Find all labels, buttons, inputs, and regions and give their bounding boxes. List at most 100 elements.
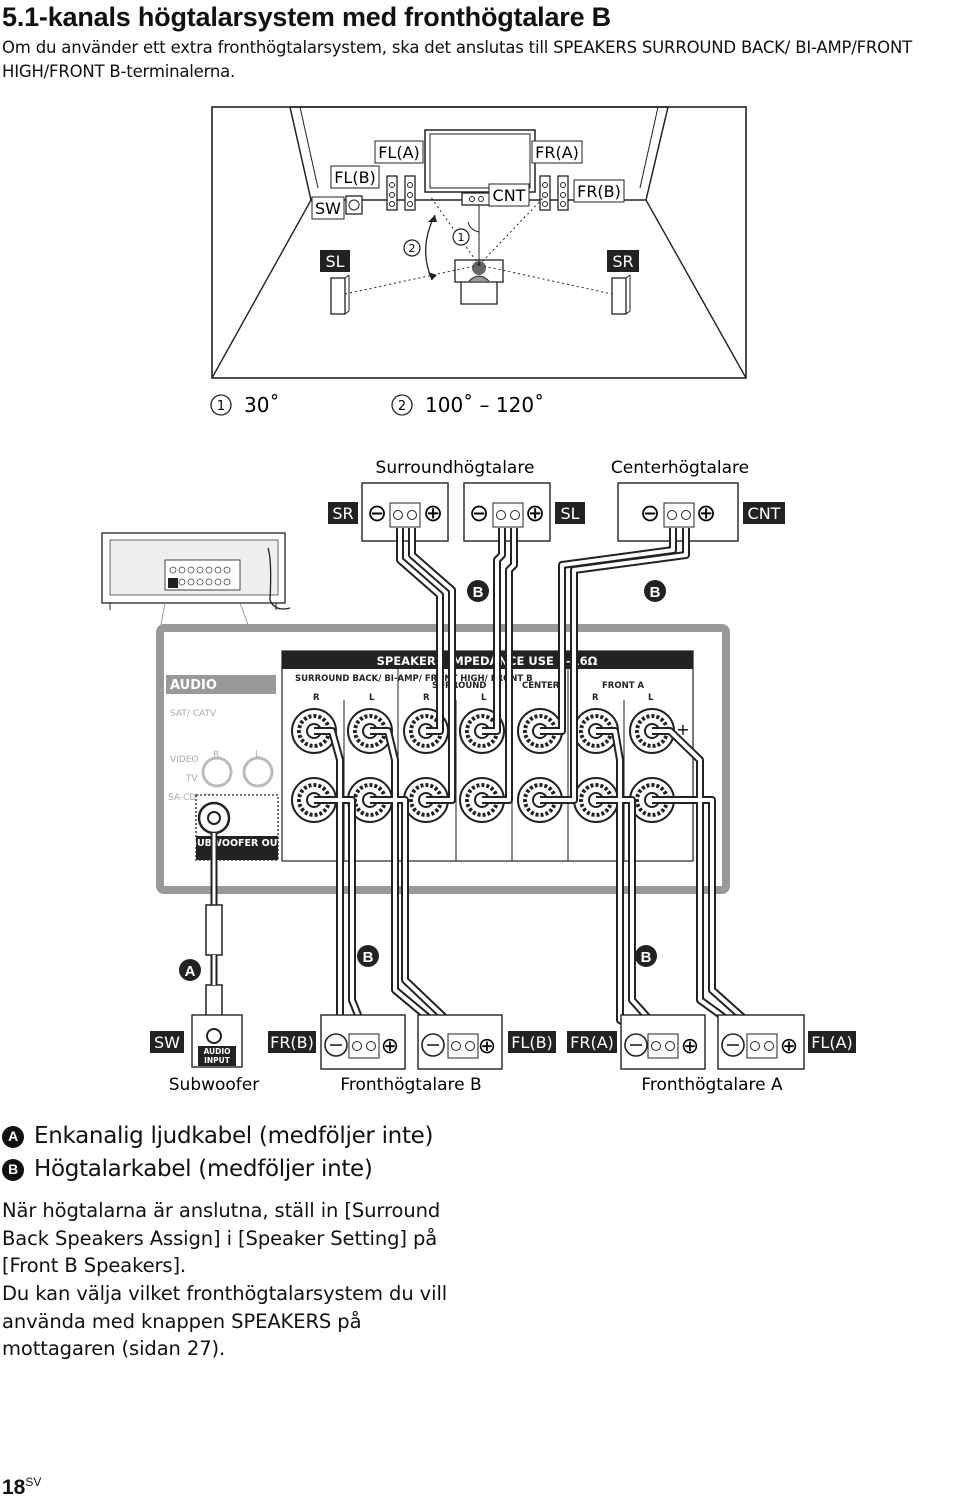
sl-speaker-icon [330,274,350,315]
surround-left-speaker: ⊖ ⊕ [463,482,551,542]
front-a-left-speaker: ⊕ [717,1014,805,1070]
plus-sign: + [676,720,689,739]
bottom-label-fl-b: FL(B) [511,1033,553,1052]
cable-b-marker-3: B [363,949,374,966]
bottom-label-fr-a: FR(A) [570,1033,614,1052]
page-number: 18SV [2,1475,41,1500]
tv-icon [424,129,536,198]
angle-2-value: 100˚ – 120˚ [425,393,544,417]
listener-icon [454,259,504,305]
terminal-label-cnt: CNT [748,504,781,523]
center-speaker: ⊖ ⊕ [617,482,739,542]
setting-instruction: När högtalarna är anslutna, ställ in [Su… [2,1199,441,1277]
svg-text:⊖: ⊖ [640,499,660,527]
receiver-back-panel: AUDIO SAT/ CATV VIDEO TV SA-CD/ CD R L S… [156,624,730,894]
terminal-label-sr: SR [332,504,353,523]
connection-diagram: 1 2 FL(A) FR(A) FL(B) FR(B) SW CNT SL SR [101,106,856,1095]
svg-text:⊕: ⊕ [423,499,443,527]
fl-b-speaker-icon [404,175,416,211]
svg-text:1: 1 [458,231,465,244]
svg-text:⊕: ⊕ [478,1034,496,1059]
terminal-label-sl: SL [560,504,579,523]
subwoofer-cable [205,833,223,1026]
subwoofer-caption: Subwoofer [169,1075,260,1095]
subwoofer-icon [345,195,363,215]
audio-input-label-2: INPUT [204,1056,231,1065]
page-language-suffix: SV [25,1475,42,1489]
page-number-value: 18 [2,1476,26,1499]
front-a-l-label: L [648,693,654,703]
sr-speaker-icon [611,274,631,315]
front-a-caption: Fronthögtalare A [641,1075,783,1095]
speakers-button-note: Du kan välja vilket fronthögtalarsystem … [2,1282,448,1360]
center-speaker-icon [461,192,491,206]
label-cnt: CNT [493,186,526,205]
svg-text:⊕: ⊕ [780,1034,798,1059]
svg-text:2: 2 [409,242,416,255]
svg-text:⊖: ⊖ [469,499,489,527]
label-fr-a: FR(A) [535,143,579,162]
front-b-left-speaker: ⊕ [417,1014,503,1070]
svg-text:⊕: ⊕ [696,499,716,527]
cable-b-marker-1: B [473,584,484,601]
svg-text:⊕: ⊕ [525,499,545,527]
legend-item-b: B Högtalarkabel (medföljer inte) [2,1153,522,1186]
subwoofer-out-label: SUBWOOFER OUT [190,838,284,849]
label-sw: SW [315,199,341,218]
angle-1-marker: 1 [452,228,470,246]
front-a-terminal-label: FRONT A [602,681,644,691]
receiver-l-label: L [255,750,260,760]
fr-a-speaker-icon [539,175,551,211]
surround-speakers-caption: Surroundhögtalare [376,458,535,478]
cable-a-marker: A [185,963,196,980]
receiver-sacd-label: SA-CD/ CD [168,793,215,803]
fl-a-speaker-icon [386,175,398,211]
cable-b-marker-4: B [641,949,652,966]
center-terminal-label: CENTER [522,681,560,691]
bottom-label-sw: SW [154,1033,180,1052]
receiver-audio-label: AUDIO [170,678,217,693]
legend-text-b: Högtalarkabel (medföljer inte) [34,1156,373,1182]
svg-text:⊖: ⊖ [367,499,387,527]
audio-input-label-1: AUDIO [203,1047,230,1056]
svg-text:⊕: ⊕ [681,1034,699,1059]
legend-item-a: A Enkanalig ljudkabel (medföljer inte) [2,1120,522,1153]
surround-r-label: R [423,693,430,703]
bottom-label-fr-b: FR(B) [270,1033,314,1052]
page-title: 5.1-kanals högtalarsystem med fronthögta… [2,2,611,32]
receiver-video-label: VIDEO [170,755,199,765]
receiver-thumbnail [101,532,291,631]
legend-text-a: Enkanalig ljudkabel (medföljer inte) [34,1123,434,1149]
receiver-satcatv-label: SAT/ CATV [170,709,217,719]
sb-terminal-label: SURROUND BACK/ BI-AMP/ FRONT HIGH/ FRONT… [295,674,533,684]
legend-key-b: B [2,1158,24,1181]
label-sr: SR [612,252,633,271]
front-b-right-speaker: ⊕ [320,1014,406,1070]
surround-right-speaker: ⊖ ⊕ [361,482,449,542]
receiver-tv-label: TV [185,774,198,784]
center-speaker-caption: Centerhögtalare [611,458,749,478]
speakers-header: SPEAKERS IMPEDANCE USE 6–16Ω [377,654,598,668]
legend-key-a: A [2,1125,24,1148]
cable-legend: A Enkanalig ljudkabel (medföljer inte) B… [2,1120,522,1186]
fr-b-speaker-icon [557,175,569,211]
front-a-r-label: R [592,693,599,703]
sb-l-label: L [369,693,375,703]
front-a-right-speaker: ⊕ [620,1014,706,1070]
label-fr-b: FR(B) [577,182,621,201]
angle-1-value: 30˚ [244,393,279,417]
angle-2-legend-marker: 2 [398,399,406,414]
cable-b-marker-2: B [650,584,661,601]
intro-text: Om du använder ett extra fronthögtalarsy… [2,38,912,81]
room-layout: 1 2 FL(A) FR(A) FL(B) FR(B) SW CNT SL SR [211,106,747,379]
angle-1-legend-marker: 1 [217,399,225,414]
bottom-label-fl-a: FL(A) [811,1033,853,1052]
front-b-caption: Fronthögtalare B [340,1075,481,1095]
surround-l-label: L [481,693,487,703]
label-fl-a: FL(A) [378,143,420,162]
subwoofer-unit: AUDIO INPUT [191,1014,243,1068]
sb-r-label: R [313,693,320,703]
svg-text:⊕: ⊕ [381,1034,399,1059]
angle-2-marker: 2 [403,239,421,257]
receiver-r-label: R [213,750,219,760]
